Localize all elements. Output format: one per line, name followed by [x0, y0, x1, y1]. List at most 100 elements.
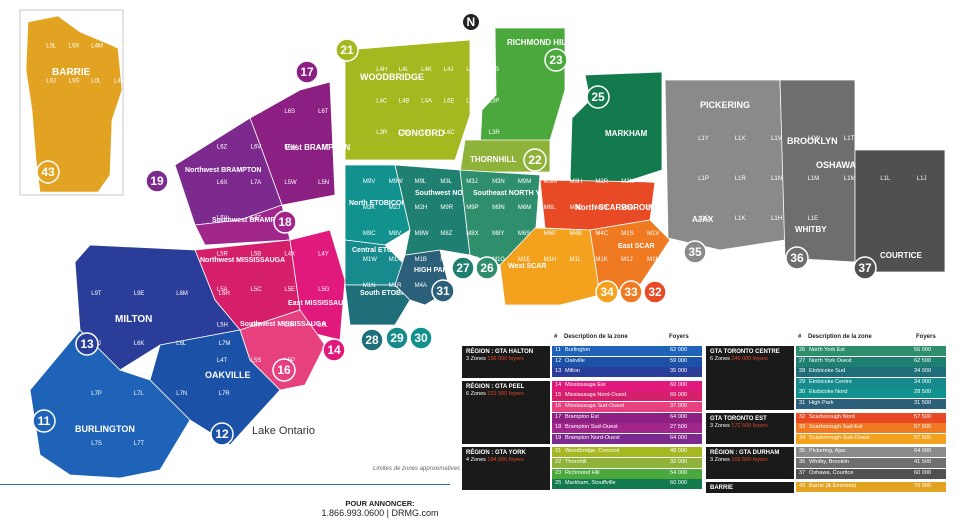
zone-badge-30[interactable]: 30 [409, 326, 433, 350]
zone-badge-11[interactable]: 11 [32, 409, 56, 433]
fsa-code-label: L6R [251, 109, 263, 115]
fsa-code-label: L6P [217, 109, 228, 115]
region-title: RÉGION : GTA HALTON [466, 349, 534, 355]
fsa-code-label: L1M [844, 176, 856, 182]
zone-label-whitby: WHITBY [795, 225, 827, 234]
badge-circle [295, 60, 319, 84]
zone-badge-22[interactable]: 22 [523, 148, 547, 172]
badge-circle [595, 280, 619, 304]
cell-num: 12 [555, 357, 562, 364]
cell-homes: 54 000 [670, 469, 688, 476]
barrie-inset: BARRIE [19, 9, 124, 196]
fsa-code-label: L1Y [698, 136, 709, 142]
zone-badge-32[interactable]: 32 [643, 280, 667, 304]
fsa-code-label: L1K [735, 216, 746, 222]
fsa-code-label: M3C [570, 205, 583, 211]
zone-badge-37[interactable]: 37 [853, 256, 877, 280]
fsa-code-label: M6M [518, 205, 531, 211]
cell-homes: 55 000 [914, 347, 932, 353]
fsa-code-label: L4M [91, 44, 103, 50]
zone-badge-17[interactable]: 17 [295, 60, 319, 84]
zone-label-oshawa: OSHAWA [816, 160, 857, 170]
zone-label-north-york-sw: Southwest NORTH YORK [415, 190, 499, 197]
zone-badge-25[interactable]: 25 [586, 85, 610, 109]
badge-number: 16 [277, 363, 291, 377]
zone-badge-36[interactable]: 36 [785, 246, 809, 270]
fsa-code-label: L3T [421, 130, 432, 136]
fsa-code-label: L0L [91, 79, 102, 85]
zone-badge-13[interactable]: 13 [75, 332, 99, 356]
zone-badge-23[interactable]: 23 [544, 48, 568, 72]
zone-oshawa[interactable] [854, 149, 946, 273]
zone-badge-27[interactable]: 27 [451, 256, 475, 280]
badge-circle [853, 256, 877, 280]
region-zone-count: 3 Zones [466, 356, 488, 362]
fsa-code-label: M1H [544, 257, 557, 263]
fsa-code-label: L5V [217, 216, 228, 222]
zone-badge-31[interactable]: 31 [431, 279, 455, 303]
zone-badge-16[interactable]: 16 [272, 358, 296, 382]
contact-line[interactable]: 1.866.993.0600 | DRMG.com [321, 508, 439, 518]
zone-label-thornhill: THORNHILL [470, 155, 516, 164]
fsa-code-label: M9W [389, 179, 403, 185]
cell-desc: Brampton Est [565, 413, 599, 420]
region-zone-count: 3 Zones [710, 457, 732, 464]
zone-label-ajax: AJAX [692, 215, 714, 224]
region-zone-count: 6 Zones [466, 390, 488, 397]
zone-burlington[interactable] [29, 329, 191, 479]
zone-badge-19[interactable]: 19 [145, 169, 169, 193]
fsa-code-label: L4T [217, 358, 228, 364]
zone-woodbridge[interactable] [344, 39, 471, 161]
zone-badge-14[interactable]: 14 [322, 338, 346, 362]
zone-etobicoke-north[interactable] [344, 164, 411, 246]
zone-barrie[interactable] [25, 15, 123, 193]
zone-label-scarborough-north: North SCARBOROUGH [575, 203, 663, 212]
badge-circle [272, 358, 296, 382]
fsa-code-label: L4X [284, 251, 295, 257]
boundary-note: Limites de zones approximatives [373, 466, 460, 472]
badge-number: 36 [790, 251, 804, 265]
fsa-code-label: M6P [544, 231, 556, 237]
fsa-code-label: L7R [219, 391, 231, 397]
fsa-code-label: L7M [219, 341, 231, 347]
cell-num: 25 [555, 480, 562, 487]
badge-circle [451, 256, 475, 280]
fsa-code-label: L6S [284, 109, 295, 115]
zone-pickering[interactable] [664, 79, 786, 251]
zone-badge-21[interactable]: 21 [335, 38, 359, 62]
fsa-code-label: M4C [595, 231, 608, 237]
zone-badge-28[interactable]: 28 [360, 328, 384, 352]
region-title: RÉGION : GTA DURHAM [710, 450, 780, 457]
zone-badge-26[interactable]: 26 [475, 256, 499, 280]
zone-etobicoke-south[interactable] [344, 284, 411, 326]
zone-badge-18[interactable]: 18 [273, 210, 297, 234]
cell-homes: 64 000 [914, 448, 932, 455]
table-left: # Description de la zone Foyers RÉGION :… [462, 334, 702, 494]
zone-whitby[interactable] [779, 79, 856, 263]
cell-homes: 28 500 [914, 389, 932, 396]
cell-homes: 62 500 [914, 357, 932, 364]
cell-homes: 57 500 [914, 424, 932, 431]
fsa-code-label: L4L [399, 67, 410, 73]
zone-badge-12[interactable]: 12 [210, 422, 234, 446]
badge-number: 29 [390, 331, 404, 345]
fsa-code-label: L5L [318, 323, 329, 329]
zone-badge-43[interactable]: 43 [36, 160, 60, 184]
zone-badge-34[interactable]: 34 [595, 280, 619, 304]
zone-badge-29[interactable]: 29 [385, 326, 409, 350]
fsa-code-label: M9P [466, 205, 478, 211]
zone-north-york-sw[interactable] [394, 164, 471, 256]
zone-badge-35[interactable]: 35 [683, 240, 707, 264]
badge-number: 26 [480, 261, 494, 275]
cell-desc: Brampton Nord-Ouest [565, 434, 620, 441]
fsa-code-label: L6M [176, 291, 188, 297]
zone-markham[interactable] [569, 71, 663, 183]
zone-badge-33[interactable]: 33 [619, 280, 643, 304]
fsa-code-label: L5S [251, 358, 262, 364]
cell-desc: North York Est [809, 347, 845, 353]
